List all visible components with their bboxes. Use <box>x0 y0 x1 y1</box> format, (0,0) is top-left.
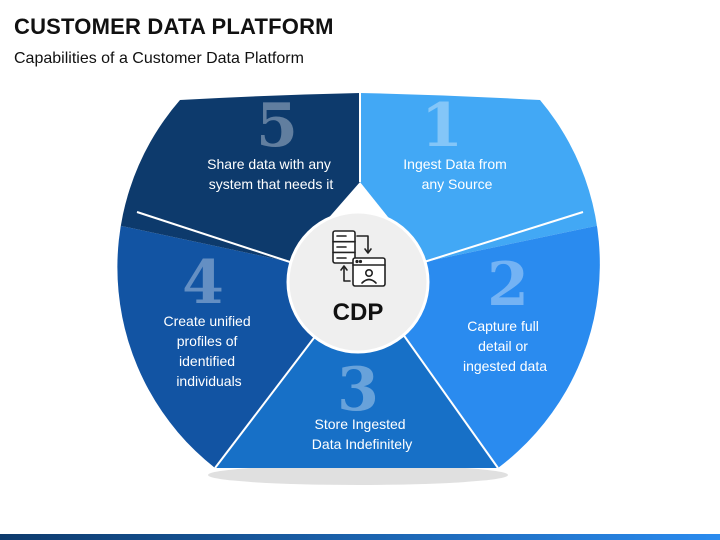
center-label: CDP <box>333 299 384 326</box>
segment-2-number: 2 <box>487 250 529 320</box>
segment-2-line-3: ingested data <box>463 358 547 374</box>
segment-1-text: Ingest Data from any Source <box>403 156 510 192</box>
segment-dividers <box>136 93 584 469</box>
segment-1-line-1: Ingest Data from <box>403 156 507 172</box>
segment-2-line-1: Capture full <box>467 318 539 334</box>
segment-4-number: 4 <box>182 248 224 318</box>
bottom-accent-bar <box>0 534 720 540</box>
page-subtitle: Capabilities of a Customer Data Platform <box>14 50 304 67</box>
segment-3[interactable] <box>215 330 498 540</box>
segment-3-line-1: Store Ingested <box>315 416 406 432</box>
segment-1-line-2: any Source <box>422 176 493 192</box>
segment-5-text: Share data with any system that needs it <box>207 156 335 192</box>
segment-2-text: Capture full detail or ingested data <box>463 318 547 374</box>
page-title: CUSTOMER DATA PLATFORM <box>14 14 334 39</box>
segment-3-number: 3 <box>337 355 379 425</box>
segment-3-text: Store Ingested Data Indefinitely <box>312 416 412 452</box>
segment-5[interactable] <box>0 0 360 262</box>
segment-3-line-2: Data Indefinitely <box>312 436 412 452</box>
segment-2[interactable] <box>400 200 720 540</box>
segment-4-line-3: identified <box>179 353 235 369</box>
diagram-shadow <box>208 465 508 485</box>
segment-5-line-2: system that needs it <box>209 176 334 192</box>
segment-4[interactable] <box>0 200 320 540</box>
segment-4-line-1: Create unified <box>163 313 250 329</box>
segment-4-text: Create unified profiles of identified in… <box>163 313 254 389</box>
segment-4-line-4: individuals <box>176 373 241 389</box>
segment-2-line-2: detail or <box>478 338 528 354</box>
segment-1-number: 1 <box>421 91 463 161</box>
segment-5-number: 5 <box>256 91 298 161</box>
segment-4-line-2: profiles of <box>177 333 238 349</box>
server-to-user-profile-icon <box>332 230 386 287</box>
segment-1[interactable] <box>360 0 720 262</box>
segment-5-line-1: Share data with any <box>207 156 331 172</box>
